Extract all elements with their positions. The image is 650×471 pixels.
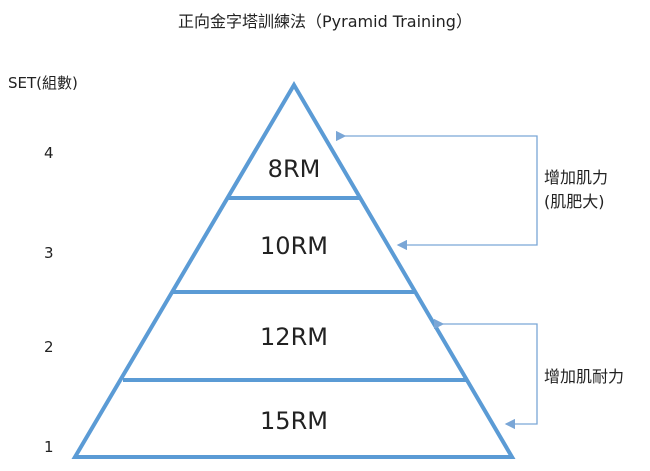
- level-label-15rm: 15RM: [260, 407, 328, 435]
- level-label-8rm: 8RM: [267, 155, 321, 183]
- set-axis-label: SET(組數): [8, 74, 78, 92]
- annotation-strength: 增加肌力 (肌肥大): [544, 166, 608, 214]
- annotation-endurance: 增加肌耐力: [544, 365, 624, 389]
- set-number-1: 1: [44, 438, 54, 456]
- annotation-strength-line-1: 增加肌力: [544, 168, 609, 187]
- annotation-strength-line-2: (肌肥大): [544, 192, 605, 211]
- level-label-10rm: 10RM: [260, 232, 328, 260]
- strength-bracket-arrow: [335, 130, 538, 251]
- pyramid-outline: [71, 81, 516, 459]
- set-number-2: 2: [44, 338, 54, 356]
- endurance-bracket-arrow: [433, 318, 538, 430]
- diagram-title: 正向金字塔訓練法（Pyramid Training）: [178, 12, 472, 31]
- set-number-4: 4: [44, 144, 54, 162]
- annotation-endurance-line-1: 增加肌耐力: [544, 367, 625, 386]
- level-label-12rm: 12RM: [260, 323, 328, 351]
- set-number-3: 3: [44, 244, 54, 262]
